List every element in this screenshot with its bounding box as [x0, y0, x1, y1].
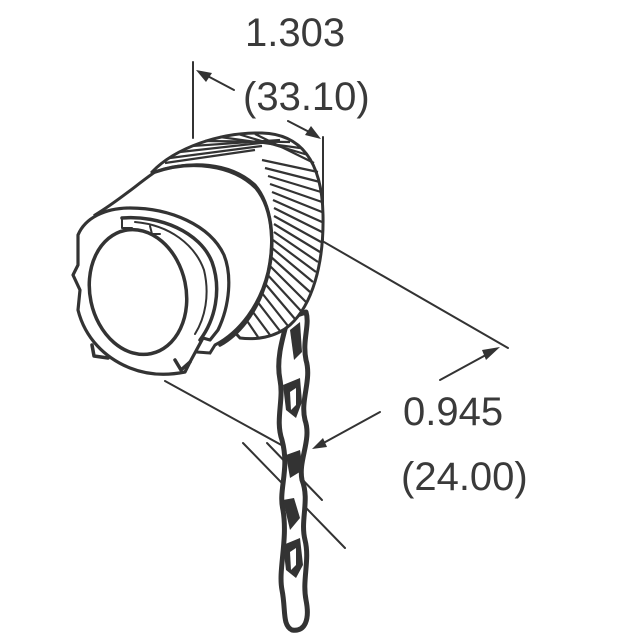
dimension-length: 1.303 (33.10)	[192, 11, 370, 241]
keyway-bottom	[90, 343, 110, 360]
dimension-chain-inch: 0.945	[403, 390, 503, 434]
housing-ridge	[153, 163, 274, 347]
dimension-arrow-line-lower	[317, 411, 381, 447]
cap-face	[87, 227, 189, 357]
chain	[276, 309, 311, 633]
inner-shoulder-2	[134, 221, 208, 335]
keyway-bottom-2	[173, 358, 192, 372]
chain-link-1	[290, 322, 302, 360]
arrowhead-right-icon	[305, 126, 321, 139]
arrowhead-upper-icon	[482, 347, 500, 360]
extension-line-lower	[164, 380, 286, 448]
dimension-length-inch: 1.303	[245, 11, 345, 55]
knurl-texture	[164, 132, 323, 338]
extension-line-upper	[323, 241, 509, 349]
chain-link-4	[283, 498, 300, 530]
arrowhead-lower-icon	[312, 438, 327, 449]
dimension-chain-offset: 0.945 (24.00)	[164, 241, 528, 549]
dimension-length-mm: (33.10)	[243, 75, 370, 119]
inner-shoulder	[120, 215, 219, 342]
arrowhead-left-icon	[196, 70, 212, 82]
chain-link-3	[286, 450, 303, 478]
cap-body	[71, 131, 325, 376]
dimension-chain-mm: (24.00)	[401, 455, 528, 499]
